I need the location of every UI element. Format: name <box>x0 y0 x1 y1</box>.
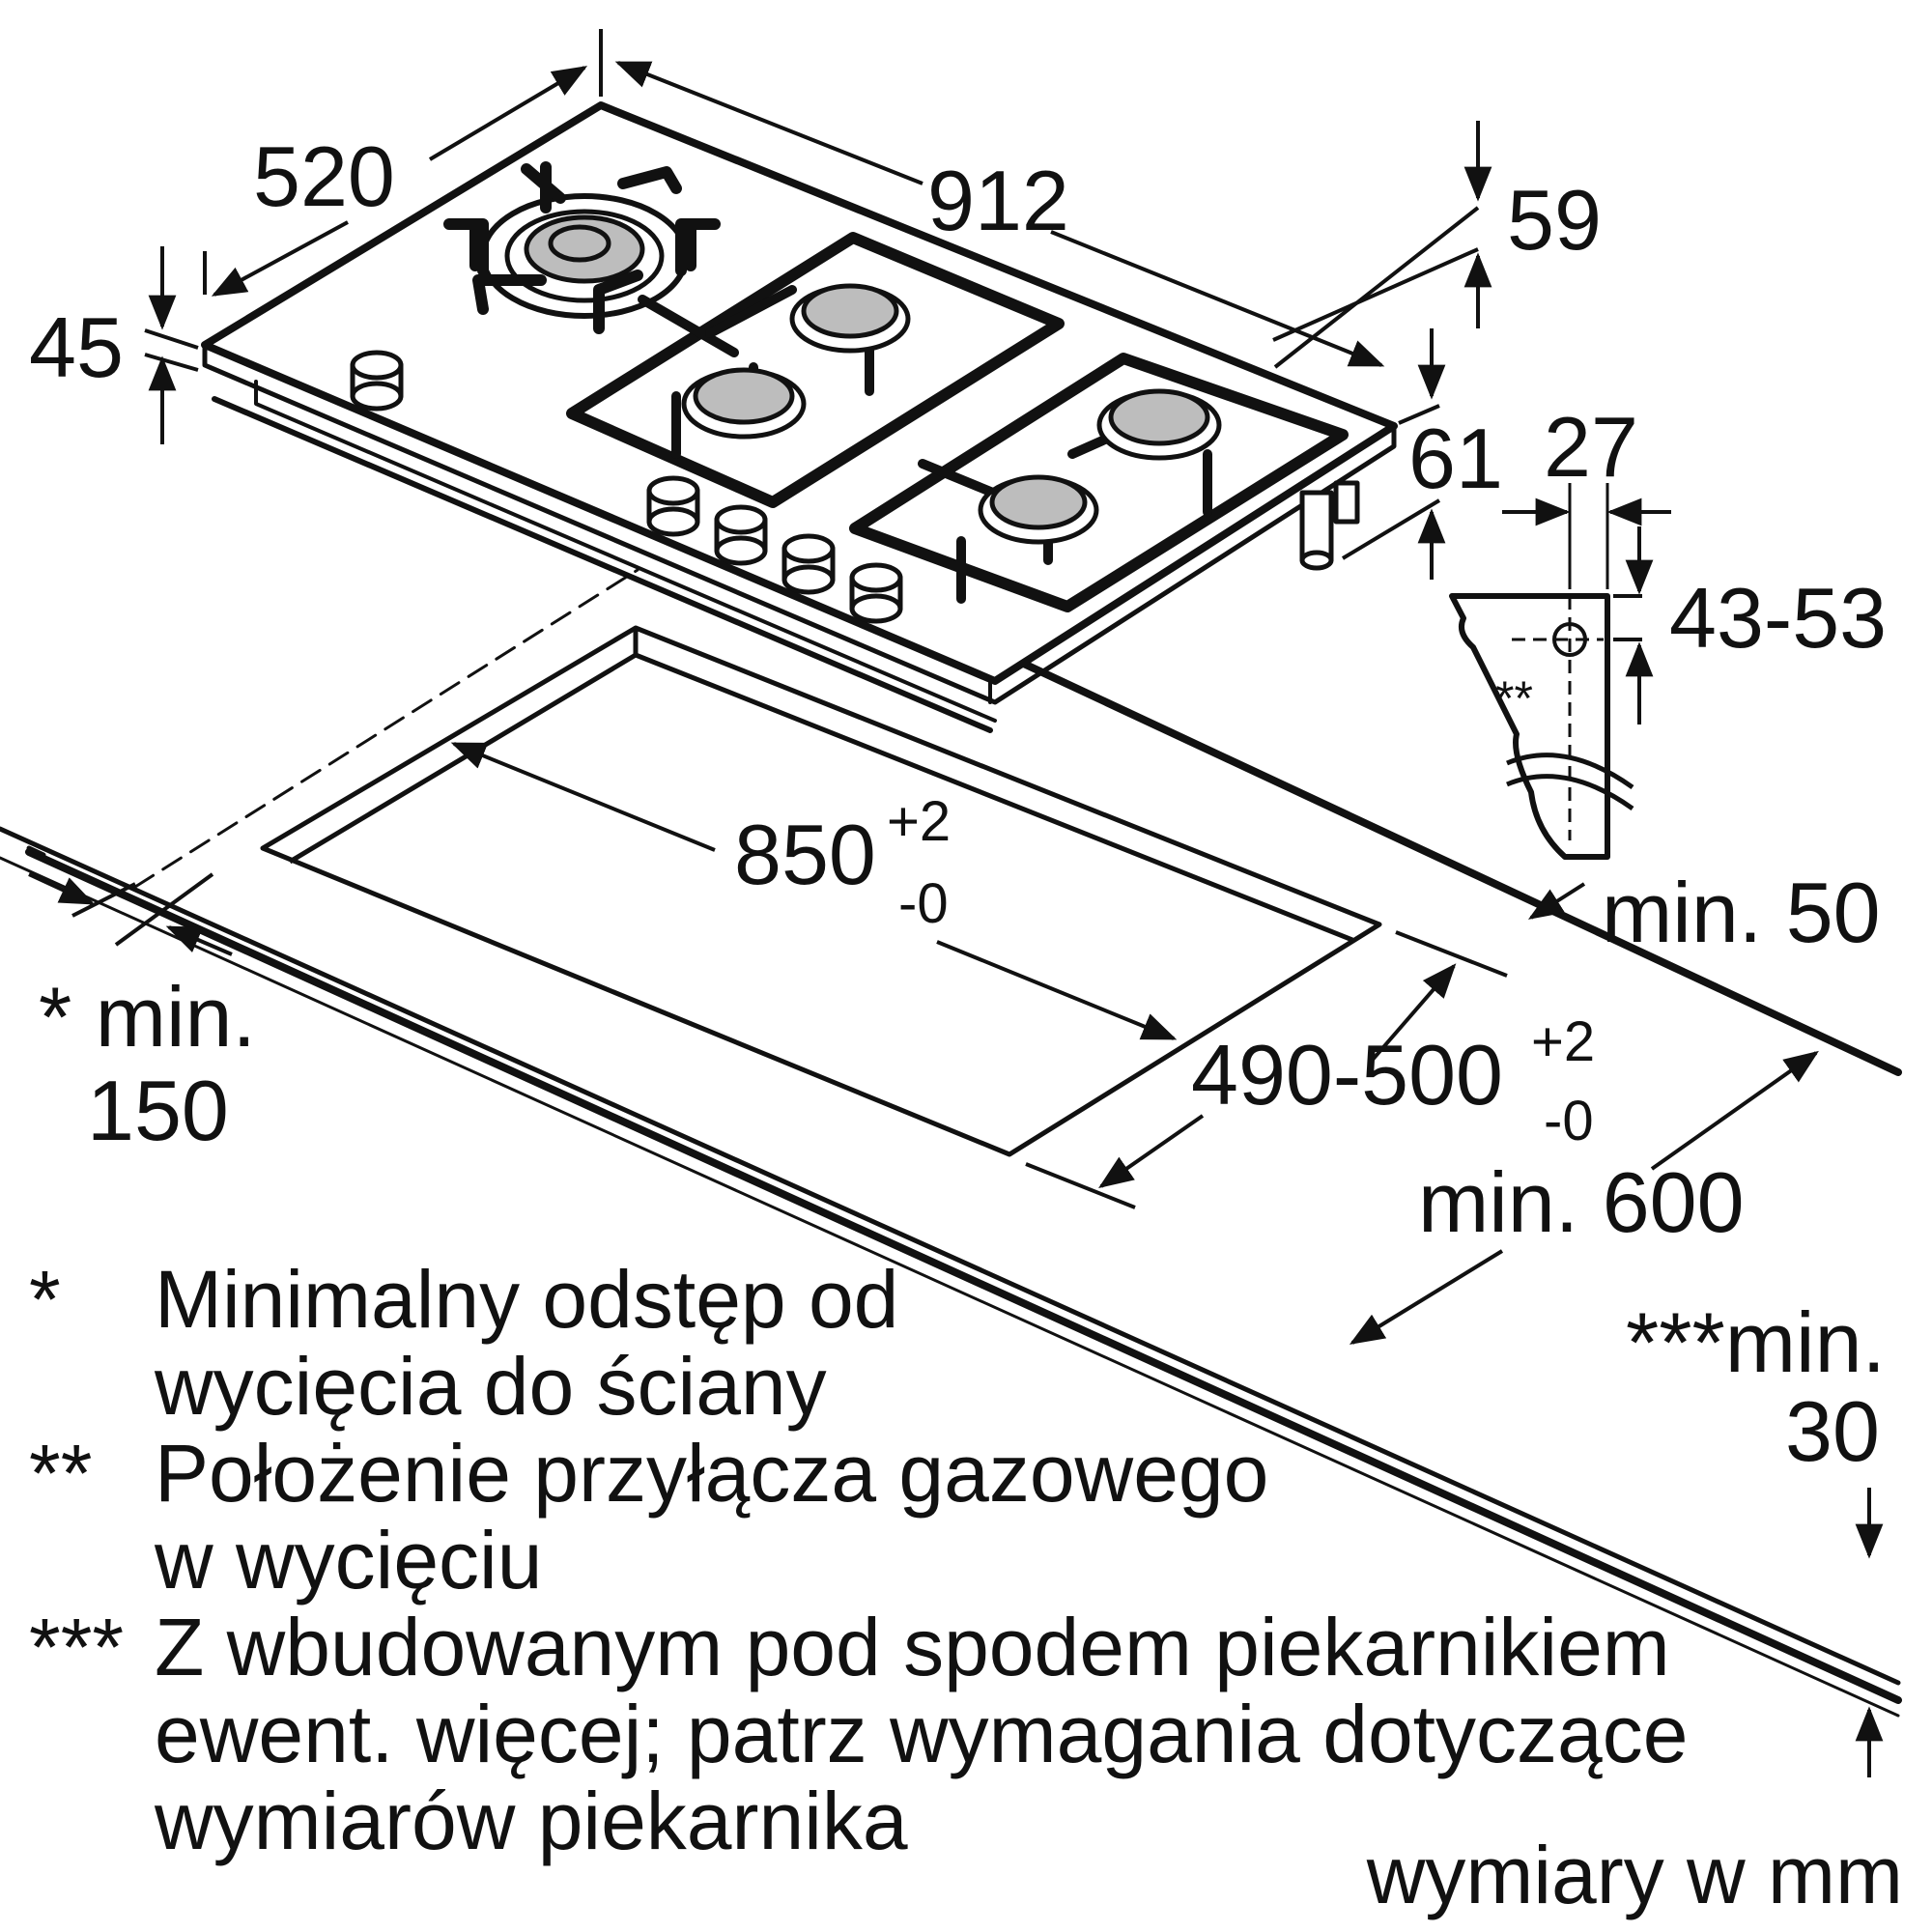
legend-mark: ** <box>29 1428 93 1519</box>
gas-pipe-stub <box>1299 480 1360 571</box>
label-oven-gap-line1: ***min. <box>1626 1294 1886 1390</box>
legend-text: Minimalny odstęp od wycięcia do ściany <box>155 1256 1922 1430</box>
legend-line: Położenie przyłącza gazowego <box>155 1428 1269 1519</box>
knob-5 <box>849 562 903 624</box>
control-knobs <box>350 350 903 624</box>
knob-1 <box>350 350 404 412</box>
legend-line: w wycięciu <box>155 1515 543 1605</box>
knob-2 <box>646 475 700 537</box>
legend: * Minimalny odstęp od wycięcia do ściany… <box>29 1256 1922 1864</box>
label-wall-gap-line2: 150 <box>87 1063 229 1158</box>
legend-mark: * <box>29 1254 61 1345</box>
label-gas-connection: ** <box>1495 671 1533 725</box>
label-bracket-range: 43-53 <box>1669 570 1887 666</box>
burner-left-rear <box>789 283 911 354</box>
dimension-labels: 520 912 45 59 61 27 43-53 ** 850 +2 -0 4… <box>29 128 1887 1479</box>
label-grate-height: 59 <box>1507 172 1602 268</box>
gas-hob <box>201 101 1398 733</box>
legend-item-1: * Minimalny odstęp od wycięcia do ściany <box>29 1256 1922 1430</box>
label-width: 912 <box>927 153 1069 248</box>
label-rear-gap: min. 50 <box>1602 865 1881 960</box>
legend-text: Położenie przyłącza gazowego w wycięciu <box>155 1430 1922 1604</box>
label-worktop-depth: min. 600 <box>1418 1154 1745 1250</box>
legend-item-2: ** Położenie przyłącza gazowego w wycięc… <box>29 1430 1922 1604</box>
units-note: wymiary w mm <box>1366 1830 1903 1920</box>
dimension-lines <box>28 29 1884 1777</box>
knob-3 <box>714 504 768 566</box>
legend-line: wycięcia do ściany <box>155 1341 827 1432</box>
legend-text: Z wbudowanym pod spodem piekarnikiem ewe… <box>155 1604 1922 1864</box>
burner-left-front <box>681 367 807 440</box>
legend-item-3: *** Z wbudowanym pod spodem piekarnikiem… <box>29 1604 1922 1864</box>
mounting-bracket-detail <box>1449 483 1634 860</box>
wok-burner <box>443 161 721 334</box>
burner-right-rear <box>1096 388 1222 461</box>
label-cutout-width-tol-minus: -0 <box>898 872 949 935</box>
cutout <box>260 625 1382 1157</box>
knob-4 <box>781 533 836 595</box>
label-cutout-width: 850 <box>734 807 876 902</box>
label-cutout-width-tol-plus: +2 <box>887 790 951 853</box>
burner-right-front <box>978 474 1099 545</box>
label-cutout-depth-tol-minus: -0 <box>1544 1090 1594 1152</box>
label-cutout-depth-tol-plus: +2 <box>1531 1010 1595 1073</box>
label-rear-height: 61 <box>1408 411 1503 506</box>
label-wall-gap-line1: * min. <box>39 969 256 1065</box>
legend-line: Minimalny odstęp od <box>155 1254 899 1345</box>
label-depth: 520 <box>253 128 395 224</box>
label-oven-gap-line2: 30 <box>1785 1383 1880 1479</box>
legend-line: Z wbudowanym pod spodem piekarnikiem <box>155 1602 1670 1692</box>
label-bracket-width: 27 <box>1544 399 1638 495</box>
legend-line: wymiarów piekarnika <box>155 1776 908 1866</box>
label-cutout-depth: 490-500 <box>1191 1027 1503 1122</box>
label-front-height: 45 <box>29 299 124 395</box>
legend-line: ewent. więcej; patrz wymagania dotyczące <box>155 1689 1689 1779</box>
legend-mark: *** <box>29 1602 125 1692</box>
